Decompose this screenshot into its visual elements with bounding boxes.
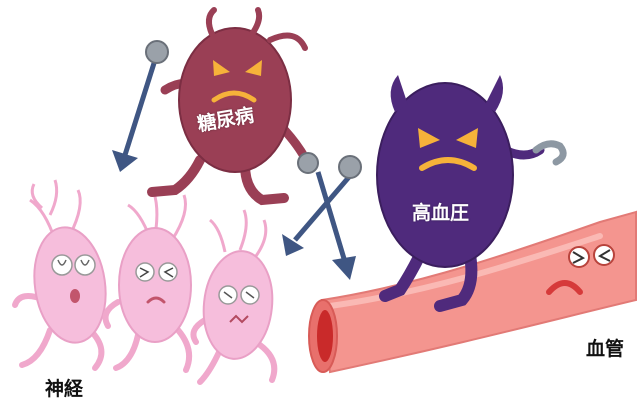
diabetes-villain — [112, 7, 319, 206]
nerve-cell-1 — [12, 179, 107, 371]
nerve-cell-3 — [190, 209, 278, 385]
hypertension-villain — [282, 75, 567, 312]
nerve-cells — [12, 179, 278, 385]
vessel-face — [546, 244, 615, 295]
nerve-label: 神経 — [45, 378, 84, 400]
blood-vessel-label: 血管 — [586, 338, 625, 360]
hypertension-label: 高血圧 — [412, 202, 470, 224]
nerve-cell-2 — [102, 187, 193, 373]
